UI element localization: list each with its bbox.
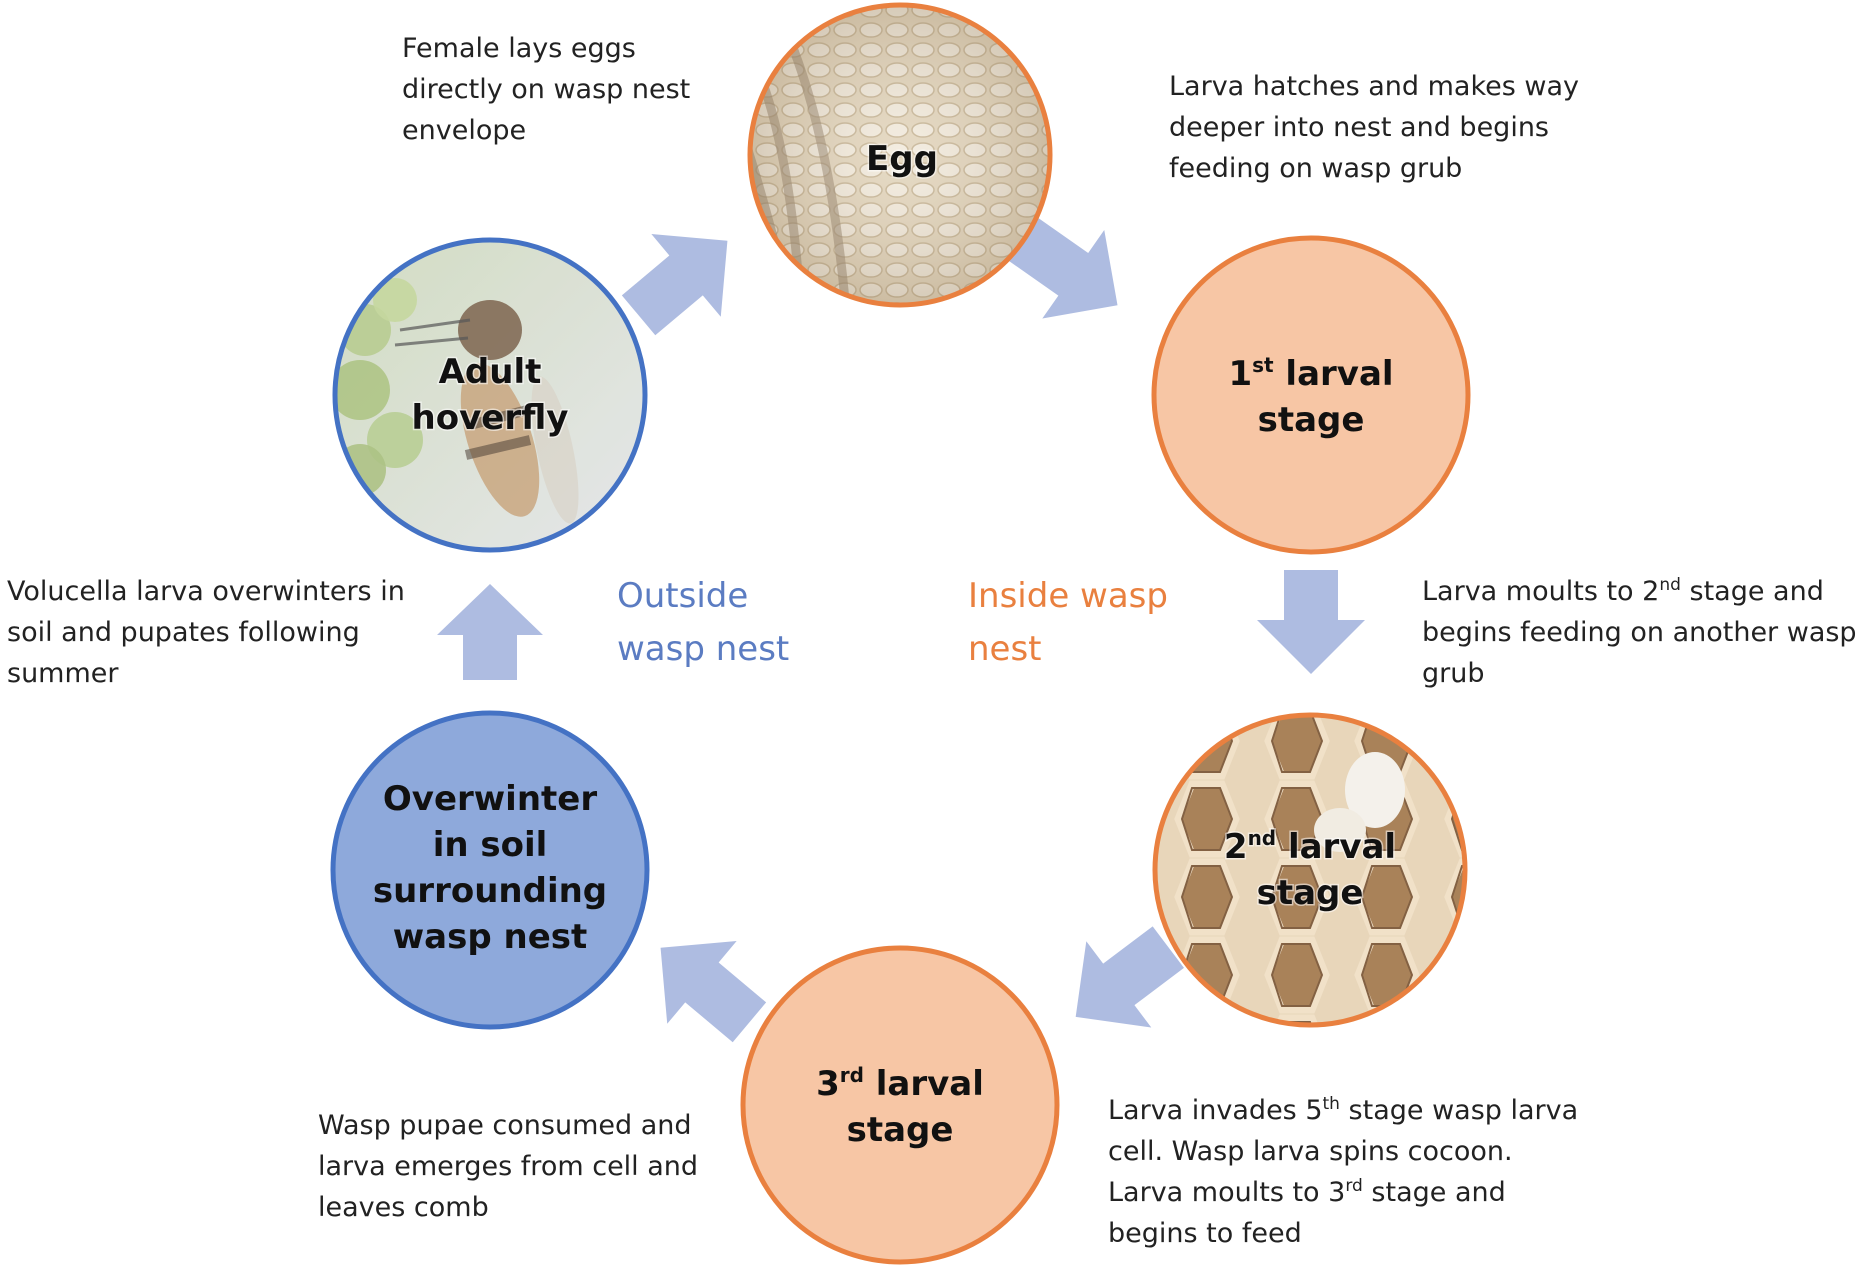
hatch-description: Larva hatches and makes way deeper into … [1169, 66, 1579, 189]
egg-description: Female lays eggs directly on wasp nest e… [402, 28, 690, 151]
overwinter-title-line1: Overwinter [383, 779, 597, 819]
stage-larva3: 3rd larval stage [743, 948, 1057, 1262]
stage-larva2: 2nd larval stage [1150, 710, 1470, 1030]
overwinter-description: Volucella larva overwinters in soil and … [7, 571, 405, 694]
arrow-overwinter-to-adult [437, 584, 543, 680]
overwinter-title-line2: in soil [433, 825, 548, 865]
outside-region-label: Outside wasp nest [617, 570, 789, 676]
stage-egg: Egg [740, 0, 1060, 320]
stage-larva1: 1st larval stage [1154, 238, 1468, 552]
larva3-title-line2: stage [847, 1110, 954, 1150]
adult-title-line1: Adult [439, 352, 542, 392]
moult2-description: Larva moults to 2nd stage and begins fee… [1422, 571, 1857, 694]
egg-title: Egg [866, 139, 938, 179]
overwinter-title-line4: wasp nest [393, 917, 588, 957]
honeycomb-photo [1150, 710, 1470, 1030]
larva1-title-line2: stage [1258, 400, 1365, 440]
pupae-description: Wasp pupae consumed and larva emerges fr… [318, 1105, 698, 1228]
larva2-title-line2: stage [1257, 873, 1364, 913]
stage-overwinter: Overwinter in soil surrounding wasp nest [333, 713, 647, 1027]
larva1-circle [1154, 238, 1468, 552]
overwinter-title-line3: surrounding [373, 871, 607, 911]
hoverfly-photo [330, 235, 650, 555]
invade-description: Larva invades 5th stage wasp larva cell.… [1108, 1090, 1578, 1254]
arrow-larva1-to-larva2 [1257, 570, 1365, 674]
larva3-circle [743, 948, 1057, 1262]
overwinter-circle [333, 713, 647, 1027]
stage-adult: Adult hoverfly [330, 235, 650, 555]
adult-title-line2: hoverfly [412, 398, 569, 438]
inside-region-label: Inside wasp nest [968, 570, 1168, 676]
